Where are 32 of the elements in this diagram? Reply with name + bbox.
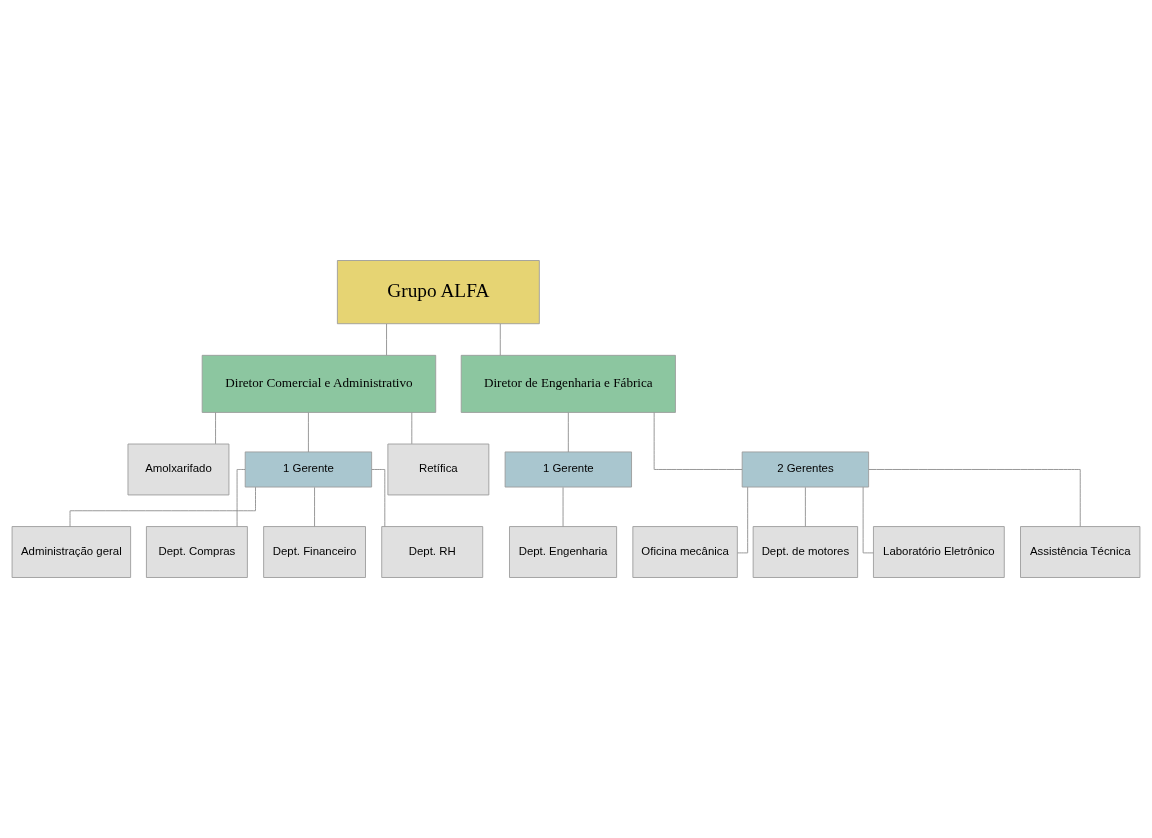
- node-box: Amolxarifado: [127, 443, 230, 496]
- connector: [215, 412, 216, 445]
- connector: [653, 412, 743, 470]
- connector: [868, 469, 1081, 527]
- connector: [567, 412, 569, 453]
- node-box: Administração geral: [11, 526, 132, 578]
- node-box: Laboratório Eletrônico: [873, 526, 1005, 578]
- node-box: Diretor Comercial e Administrativo: [201, 354, 437, 413]
- node-box: Grupo ALFA: [336, 260, 540, 325]
- node-box: Diretor de Engenharia e Fábrica: [460, 354, 676, 413]
- connector: [314, 486, 315, 527]
- connector: [236, 469, 246, 527]
- node-box: Dept. Engenharia: [509, 526, 618, 578]
- node-box: Dept. de motores: [752, 526, 859, 578]
- connector: [69, 486, 256, 527]
- connector: [804, 486, 806, 527]
- connector: [737, 486, 749, 554]
- node-box: Retífica: [387, 443, 490, 496]
- connector: [386, 323, 387, 356]
- node-box: Dept. Compras: [145, 526, 248, 578]
- node-box: 1 Gerente: [244, 451, 373, 488]
- node-box: Oficina mecânica: [632, 526, 738, 578]
- connector: [499, 323, 501, 356]
- node-box: 2 Gerentes: [741, 451, 870, 488]
- connector: [411, 412, 413, 445]
- connector: [562, 486, 564, 527]
- node-box: Dept. Financeiro: [263, 526, 366, 578]
- node-box: 1 Gerente: [504, 451, 632, 488]
- node-box: Assistência Técnica: [1020, 526, 1141, 578]
- connector: [862, 486, 874, 554]
- node-box: Dept. RH: [381, 526, 484, 578]
- connector: [307, 412, 309, 453]
